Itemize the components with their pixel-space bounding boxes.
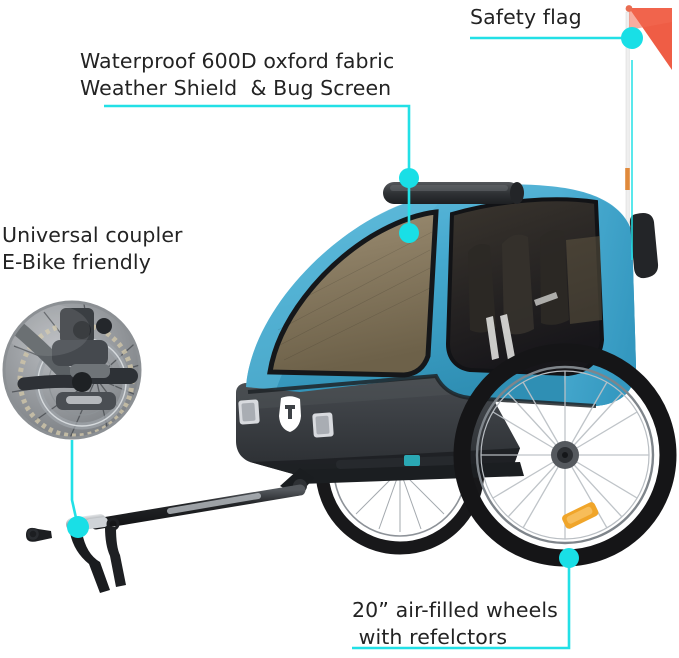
safety-flag-callout-label: Safety flag — [470, 5, 582, 29]
orange-side-reflector — [562, 502, 599, 529]
shield-logo — [279, 396, 301, 432]
weather-shield-callout-label: Waterproof 600D oxford fabric Weather Sh… — [80, 49, 395, 100]
callout-dot-coupler — [67, 516, 89, 538]
top-handle-bar — [383, 182, 524, 204]
tow-bar-arm — [26, 484, 306, 593]
child-seats — [468, 230, 569, 360]
callout-dot-wheels — [559, 548, 579, 568]
rear-grab-handle — [629, 213, 659, 279]
front-reflector-left — [238, 399, 260, 425]
front-reflector-right — [312, 412, 334, 438]
universal-coupler-callout-label: Universal coupler E-Bike friendly — [2, 223, 183, 274]
air-filled-wheels-callout-label: 20” air-filled wheels with refelctors — [352, 598, 558, 649]
safety-flag — [625, 5, 672, 305]
callout-dot-fabric-canopy — [399, 223, 419, 243]
leader-line-wheels — [352, 558, 571, 650]
leader-line-coupler — [70, 440, 80, 528]
bug-screen-mesh — [267, 209, 439, 378]
callout-dot-flag — [621, 27, 643, 49]
safety-strap — [70, 517, 126, 593]
leader-line-fabric — [104, 104, 411, 233]
callout-dots — [67, 27, 643, 568]
side-window — [445, 197, 605, 377]
callout-dot-fabric-top — [399, 168, 419, 188]
